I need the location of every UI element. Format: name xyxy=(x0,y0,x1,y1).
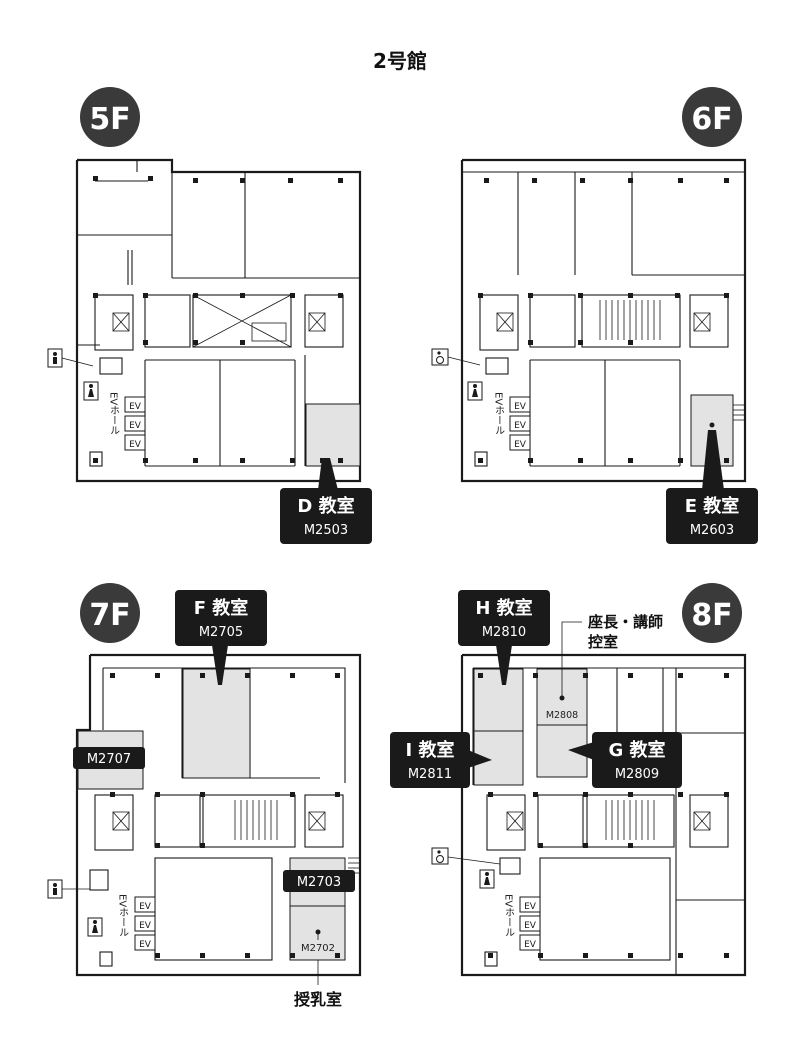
room-m2808-name-line1: 座長・講師 xyxy=(587,613,663,631)
room-h-name: H 教室 xyxy=(475,597,532,619)
svg-text:EV: EV xyxy=(524,940,537,950)
room-d-callout[interactable]: D 教室 M2503 xyxy=(280,458,372,544)
floor-8f: 8F xyxy=(390,583,747,977)
elevator-icon: EV EV EV xyxy=(134,896,156,951)
floor-7f: 7F xyxy=(47,583,362,1009)
elevator-icon: EV EV EV xyxy=(519,896,541,951)
restroom-female-icon xyxy=(467,381,483,401)
floor-badge-label: 5F xyxy=(89,102,130,137)
room-e-callout[interactable]: E 教室 M2603 xyxy=(666,430,758,544)
room-g-code: M2809 xyxy=(615,767,659,782)
room-g-name: G 教室 xyxy=(608,739,665,761)
svg-text:EV: EV xyxy=(139,940,152,950)
svg-text:EV: EV xyxy=(129,421,142,431)
floor-6f: 6F xyxy=(431,87,758,544)
svg-text:EV: EV xyxy=(524,902,537,912)
room-d-name: D 教室 xyxy=(297,495,354,517)
svg-text:EV: EV xyxy=(514,402,527,412)
room-m2808-code: M2808 xyxy=(546,710,578,721)
restroom-female-icon xyxy=(479,869,495,889)
room-m2703-code: M2703 xyxy=(297,875,341,890)
restroom-male-icon xyxy=(47,348,94,368)
stairs-icon xyxy=(112,312,130,332)
floor-5f: 5F xyxy=(47,87,372,544)
ev-hall-label: EVホール xyxy=(117,894,129,937)
room-f-name: F 教室 xyxy=(194,597,249,619)
svg-text:EV: EV xyxy=(524,921,537,931)
restroom-female-icon xyxy=(87,917,103,937)
room-h-code: M2810 xyxy=(482,625,526,640)
stairs-icon xyxy=(308,811,326,831)
room-g-callout[interactable]: G 教室 M2809 xyxy=(568,732,682,788)
restroom-male-icon xyxy=(47,879,90,899)
ev-hall-label: EVホール xyxy=(108,392,120,435)
restroom-female-icon xyxy=(83,381,99,401)
svg-text:EV: EV xyxy=(514,440,527,450)
svg-text:EV: EV xyxy=(139,921,152,931)
svg-text:EV: EV xyxy=(139,902,152,912)
elevator-icon: EV EV EV xyxy=(509,396,531,451)
stairs-icon xyxy=(693,811,711,831)
stairs-icon xyxy=(693,312,711,332)
room-i-code: M2811 xyxy=(408,767,452,782)
room-m2707-callout[interactable]: M2707 xyxy=(73,747,145,769)
floor-badge-7f: 7F xyxy=(80,583,140,643)
ev-hall-label: EVホール xyxy=(493,392,505,435)
room-i-name: I 教室 xyxy=(406,739,455,761)
room-m2707-code: M2707 xyxy=(87,752,131,767)
floor-badge-8f: 8F xyxy=(682,583,742,643)
room-f-highlight xyxy=(182,668,251,779)
floor-badge-5f: 5F xyxy=(80,87,140,147)
room-d-code: M2503 xyxy=(304,523,348,538)
floor-badge-6f: 6F xyxy=(682,87,742,147)
floor-badge-label: 7F xyxy=(89,598,130,633)
svg-text:EV: EV xyxy=(514,421,527,431)
room-d-highlight xyxy=(305,403,361,467)
room-g-highlight xyxy=(536,668,588,778)
stairs-icon xyxy=(496,312,514,332)
elevator-icon: EV EV EV xyxy=(124,396,146,451)
room-m2703-callout[interactable]: M2703 xyxy=(283,870,355,892)
room-e-code: M2603 xyxy=(690,523,734,538)
stairs-icon xyxy=(112,811,130,831)
room-m2702-code: M2702 xyxy=(301,943,335,954)
floor-badge-label: 8F xyxy=(691,598,732,633)
room-f-callout[interactable]: F 教室 M2705 xyxy=(175,590,267,685)
floor-badge-label: 6F xyxy=(691,102,732,137)
room-m2808-name-line2: 控室 xyxy=(588,633,618,651)
room-m2702-name: 授乳室 xyxy=(294,990,342,1009)
ev-hall-label: EVホール xyxy=(503,894,515,937)
room-h-callout[interactable]: H 教室 M2810 xyxy=(458,590,550,685)
room-f-code: M2705 xyxy=(199,625,243,640)
wheelchair-icon xyxy=(431,348,481,366)
svg-text:EV: EV xyxy=(129,402,142,412)
room-hi-highlight xyxy=(473,668,524,786)
wheelchair-icon xyxy=(431,847,501,865)
room-i-callout[interactable]: I 教室 M2811 xyxy=(390,732,492,788)
page-title: 2号館 xyxy=(373,49,427,73)
room-e-name: E 教室 xyxy=(685,495,740,517)
svg-text:EV: EV xyxy=(129,440,142,450)
stairs-icon xyxy=(506,811,524,831)
stairs-icon xyxy=(308,312,326,332)
